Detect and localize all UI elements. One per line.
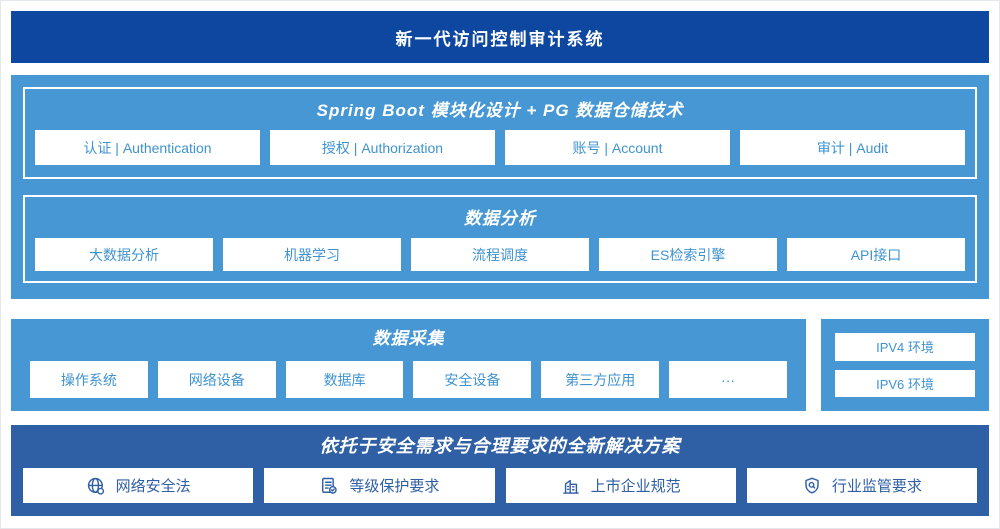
module-workflow: 流程调度 (411, 238, 589, 271)
analysis-title: 数据分析 (464, 209, 536, 228)
solution-classified-protection: 等级保护要求 (264, 468, 495, 503)
solution-label: 行业监管要求 (831, 478, 922, 495)
solution-industry-regulation: 行业监管要求 (746, 468, 977, 503)
environment-panel: IPV4 环境 IPV6 环境 (821, 319, 989, 411)
module-es-search: ES检索引擎 (599, 238, 777, 271)
solution-listed-company: 上市企业规范 (505, 468, 736, 503)
collection-source-row: 操作系统 网络设备 数据库 安全设备 第三方应用 ··· (30, 361, 787, 398)
env-ipv6: IPV6 环境 (835, 369, 975, 397)
document-check-icon (322, 477, 338, 494)
module-authorization: 授权 | Authorization (270, 130, 495, 165)
springboot-title: Spring Boot 模块化设计 + PG 数据仓储技术 (316, 101, 684, 120)
collection-panel: 数据采集 操作系统 网络设备 数据库 安全设备 第三方应用 ··· (11, 319, 806, 411)
source-thirdparty-app: 第三方应用 (541, 361, 660, 398)
source-database: 数据库 (285, 361, 404, 398)
module-audit: 审计 | Audit (740, 130, 965, 165)
analysis-module-row: 大数据分析 机器学习 流程调度 ES检索引擎 API接口 (35, 238, 965, 271)
solution-section: 依托于安全需求与合理要求的全新解决方案 网络安全法 等级保护要求 (11, 425, 989, 516)
module-authentication: 认证 | Authentication (35, 130, 260, 165)
solution-label: 网络安全法 (115, 478, 191, 495)
system-title-banner: 新一代访问控制审计系统 (11, 11, 989, 63)
module-account: 账号 | Account (505, 130, 730, 165)
solution-label: 等级保护要求 (349, 478, 440, 495)
module-ml: 机器学习 (223, 238, 401, 271)
springboot-panel: Spring Boot 模块化设计 + PG 数据仓储技术 认证 | Authe… (23, 87, 977, 179)
analysis-panel: 数据分析 大数据分析 机器学习 流程调度 ES检索引擎 API接口 (23, 195, 977, 283)
system-title: 新一代访问控制审计系统 (395, 29, 605, 49)
collection-section: 数据采集 操作系统 网络设备 数据库 安全设备 第三方应用 ··· IPV4 环… (11, 319, 989, 411)
solution-title: 依托于安全需求与合理要求的全新解决方案 (319, 436, 681, 456)
module-api: API接口 (787, 238, 965, 271)
env-ipv4: IPV4 环境 (835, 333, 975, 361)
collection-title: 数据采集 (372, 329, 445, 348)
shield-search-icon (805, 477, 819, 494)
solution-row: 网络安全法 等级保护要求 上市企业规范 (23, 468, 977, 503)
platform-section: Spring Boot 模块化设计 + PG 数据仓储技术 认证 | Authe… (11, 75, 989, 299)
building-icon (562, 479, 579, 494)
source-os: 操作系统 (30, 361, 148, 398)
springboot-module-row: 认证 | Authentication 授权 | Authorization 账… (35, 130, 965, 165)
source-security-device: 安全设备 (413, 361, 532, 398)
source-network-device: 网络设备 (157, 361, 276, 398)
solution-cybersecurity-law: 网络安全法 (23, 468, 254, 503)
source-more-ellipsis: ··· (669, 361, 787, 398)
module-bigdata: 大数据分析 (35, 238, 213, 271)
solution-label: 上市企业规范 (590, 478, 681, 495)
globe-icon (87, 477, 104, 495)
